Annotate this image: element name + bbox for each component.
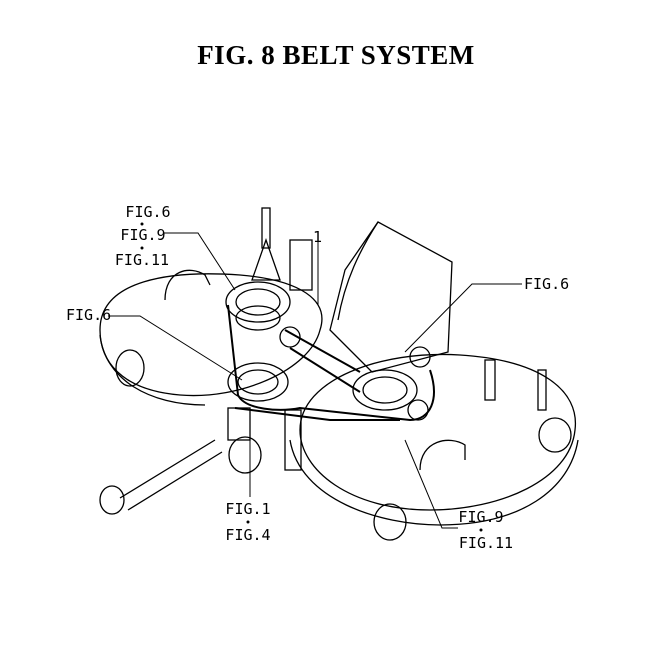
drive-shaft (119, 439, 223, 511)
leader-line (108, 315, 243, 381)
gearbox (227, 407, 251, 441)
right-caster-wheel (538, 417, 572, 453)
separator-dot (479, 528, 483, 532)
leader-lines (108, 232, 522, 529)
callout-label: FIG.1 (225, 500, 270, 518)
belt-shield-edge (337, 221, 379, 321)
spindle-bracket (251, 238, 281, 281)
right-pulley-hub (362, 376, 408, 404)
callout-right: FIG.6 (524, 275, 569, 293)
left-handle (164, 269, 211, 301)
lower-belt (234, 407, 400, 421)
callout-left: FIG.6 (66, 306, 111, 324)
callout-label: FIG.11 (115, 251, 169, 269)
idler-pulley-1 (279, 326, 301, 348)
callout-top-left: FIG.6 FIG.9 FIG.11 (115, 203, 171, 269)
right-handle (419, 439, 466, 471)
callout-label: FIG.9 (458, 508, 503, 526)
right-pulley (352, 369, 418, 411)
leader-line (404, 283, 522, 353)
front-caster-wheel (228, 436, 262, 474)
center-pulley (227, 362, 289, 402)
mower-deck-drawing (99, 207, 579, 541)
leader-line (404, 439, 458, 529)
main-belt (227, 304, 435, 422)
shaft-coupler (99, 485, 125, 515)
separator-dot (246, 520, 250, 524)
callout-label: FIG.6 (125, 203, 170, 221)
right-caster-post (537, 369, 547, 411)
part-number-label: 1 (313, 228, 322, 246)
belt-shield (329, 221, 453, 373)
spindle-post (261, 207, 271, 249)
upper-belt (284, 329, 361, 393)
front-bracket (284, 409, 302, 471)
callout-bottom-right: FIG.9 FIG.11 (458, 508, 513, 552)
right-deck-housing (299, 353, 577, 511)
bottom-caster-wheel (373, 503, 407, 541)
left-caster-wheel (115, 349, 145, 387)
figure-title: FIG. 8 BELT SYSTEM (197, 40, 475, 70)
callout-label: FIG.11 (459, 534, 513, 552)
top-pulley-hub (235, 288, 281, 316)
callout-bottom-left: FIG.1 FIG.4 (225, 500, 270, 544)
right-deck-rim (289, 439, 579, 526)
right-bracket (484, 359, 496, 401)
separator-dot (140, 222, 144, 226)
callout-label: FIG.9 (120, 226, 165, 244)
idler-pulley-3 (407, 399, 429, 421)
left-deck-rim (99, 334, 206, 406)
idler-pulley-2 (409, 346, 431, 368)
separator-dot (140, 246, 144, 250)
center-pulley-hub (237, 369, 279, 395)
top-pulley (225, 281, 291, 323)
top-pulley-gear (235, 305, 281, 331)
leader-line (164, 232, 236, 291)
tension-bracket (289, 239, 313, 291)
callout-label: FIG.4 (225, 526, 270, 544)
left-deck-housing (99, 273, 323, 397)
